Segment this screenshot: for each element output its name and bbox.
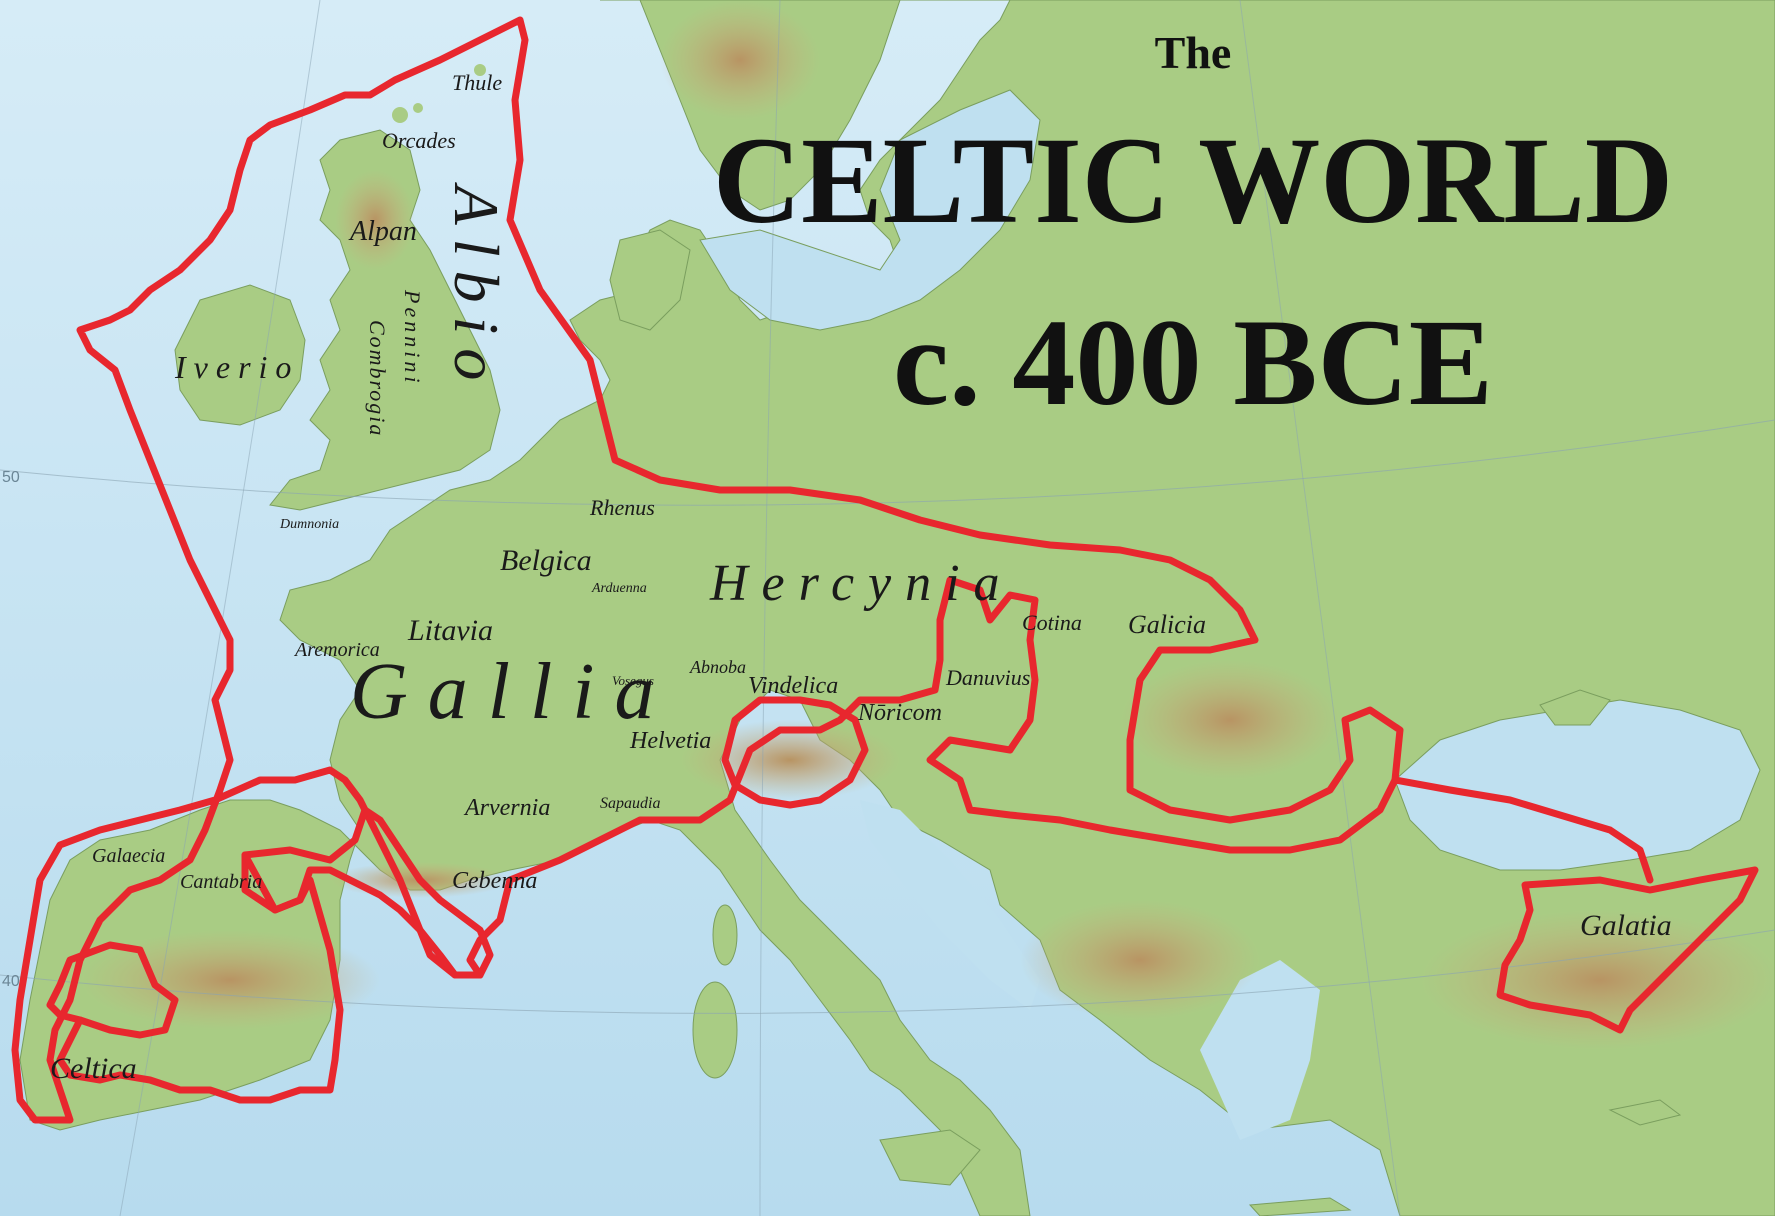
grid-lat-40 <box>0 929 1775 1014</box>
label-aremorica: Aremorica <box>293 639 380 661</box>
label-belgica: Belgica <box>500 544 592 577</box>
land-crete <box>1248 1197 1352 1216</box>
label-celtica: Celtica <box>50 1052 137 1085</box>
label-vosegus: Vosegus <box>612 673 654 688</box>
land-thule-islet <box>474 64 486 76</box>
label-dumnonia: Dumnonia <box>279 517 339 532</box>
land-great-britain <box>269 129 501 511</box>
label-arduenna: Arduenna <box>591 581 647 596</box>
grid-lat-50 <box>0 419 1775 506</box>
sea-baltic <box>699 89 1041 331</box>
label-cotina: Cotina <box>1022 610 1082 635</box>
label-noricom: Nōricom <box>857 700 942 726</box>
label-hercynia: Hercynia <box>709 555 1014 612</box>
land-crimea <box>1539 689 1611 726</box>
title-celtic-world: CELTIC WORLD <box>713 112 1673 249</box>
label-galaecia: Galaecia <box>92 845 165 867</box>
label-combrogia: Combrogia <box>365 320 390 437</box>
label-arvernia: Arvernia <box>463 795 550 821</box>
title-date: c. 400 BCE <box>893 294 1493 431</box>
land-sicily <box>879 1129 981 1186</box>
sea-adriatic <box>860 800 1040 1010</box>
label-litavia: Litavia <box>407 614 493 647</box>
label-alpan: Alpan <box>348 216 417 247</box>
label-cantabria: Cantabria <box>180 871 262 893</box>
mtn-carpathians <box>1120 660 1340 780</box>
land-cyprus <box>1608 1099 1682 1126</box>
land-orcades <box>392 107 408 123</box>
label-galatia: Galatia <box>1580 909 1672 942</box>
celtic-border-alps-enclave <box>721 696 869 809</box>
label-rhenus: Rhenus <box>589 495 655 520</box>
land-corsica <box>712 904 738 966</box>
label-danuvius: Danuvius <box>945 665 1030 690</box>
grid-label-40: 40 <box>2 973 20 990</box>
label-orcades: Orcades <box>382 128 456 153</box>
mtn-iberia <box>80 930 380 1030</box>
label-thule: Thule <box>452 70 502 95</box>
land-sardinia <box>692 981 738 1079</box>
grid-label-50: 50 <box>2 469 20 486</box>
celtic-border-celtiberia <box>56 851 344 1104</box>
label-sapaudia: Sapaudia <box>600 795 660 812</box>
mtn-anatolia <box>1420 910 1775 1050</box>
land-orcades-2 <box>413 103 423 113</box>
mtn-norway <box>660 0 820 120</box>
celtic-border-galatia <box>1496 866 1759 1034</box>
label-iverio: Iverio <box>174 349 299 385</box>
label-helvetia: Helvetia <box>629 728 711 754</box>
label-cebenna: Cebenna <box>452 868 537 894</box>
label-galicia: Galicia <box>1128 610 1206 639</box>
land-denmark <box>609 229 691 331</box>
sea-aegean <box>1200 960 1320 1140</box>
label-pennini: Pennini <box>400 289 425 386</box>
mtn-scotland <box>335 170 415 270</box>
label-vindelica: Vindelica <box>748 673 838 699</box>
title-the: The <box>1155 27 1232 78</box>
celtic-border-main <box>11 16 1404 1124</box>
celtic-border-thrace-link <box>1391 776 1654 884</box>
celtic-border-cantabria <box>241 806 494 979</box>
sea-black-sea <box>1394 699 1761 871</box>
land-ireland <box>174 284 306 426</box>
grid-lon-1 <box>759 0 781 1216</box>
celtic-border-celtica <box>46 941 179 1039</box>
mtn-balkans <box>1020 900 1260 1020</box>
label-albio: Albio <box>441 182 512 395</box>
label-abnoba: Abnoba <box>689 657 746 677</box>
label-gallia: Gallia <box>350 648 674 736</box>
